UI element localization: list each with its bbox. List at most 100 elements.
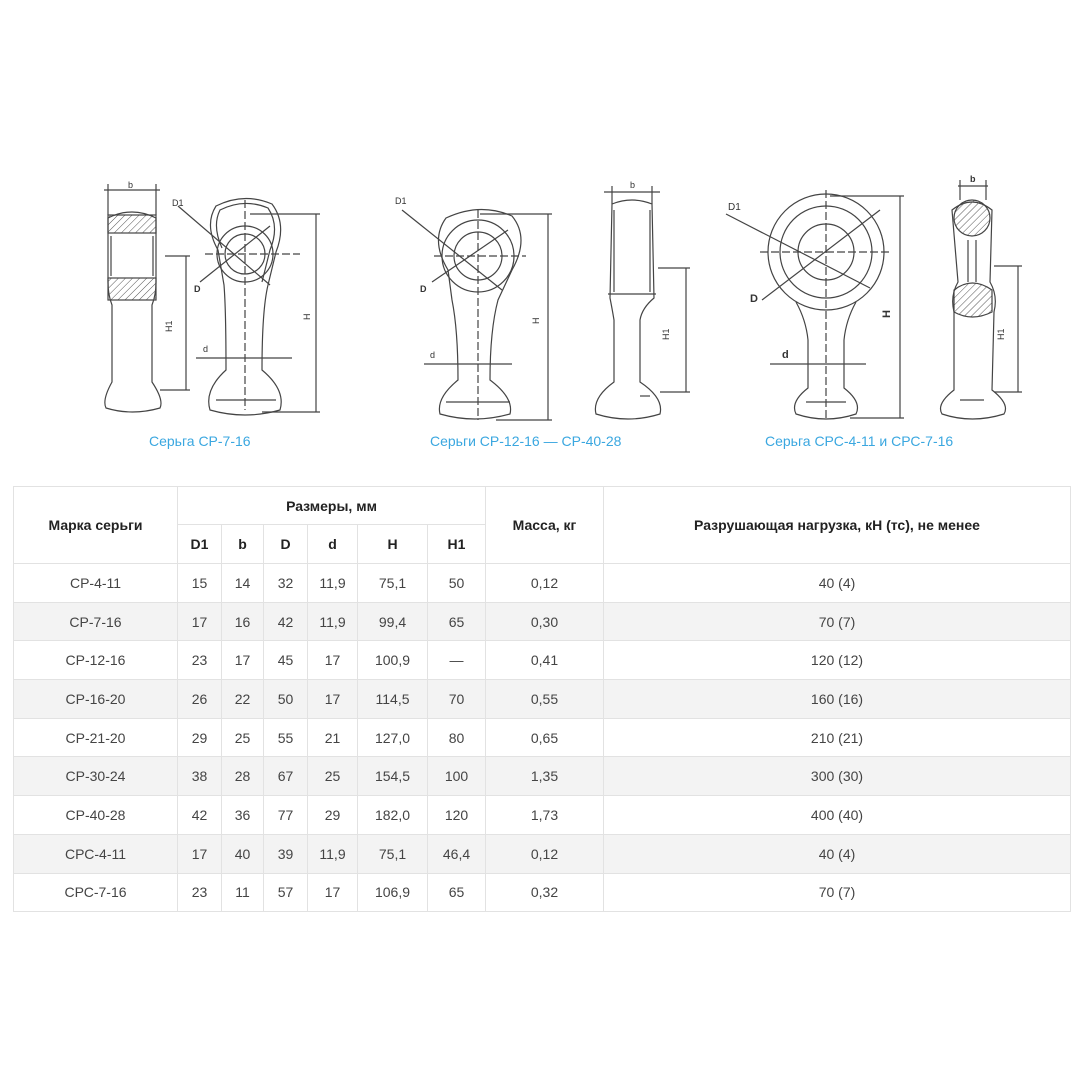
cell-mass: 0,30 [485,601,604,642]
table-row: СР-21-20 29 25 55 21 127,0 80 0,65 210 (… [13,717,1071,758]
cell-load: 400 (40) [603,795,1071,835]
cell-b: 40 [221,833,264,874]
cell-d-outer: 42 [263,601,308,642]
cell-brand: СР-21-20 [13,717,178,758]
table-row: СР-12-16 23 17 45 17 100,9 — 0,41 120 (1… [13,640,1071,681]
header-d-rod: d [307,524,358,564]
fig2-label-h: H [531,318,541,325]
cell-load: 160 (16) [603,679,1071,719]
cell-d1: 42 [177,795,222,835]
cell-d-rod: 17 [307,872,358,913]
header-d-outer: D [263,524,308,564]
cell-load: 40 (4) [603,833,1071,874]
cell-h1: 120 [427,795,486,835]
cell-d-outer: 39 [263,833,308,874]
fig2-label-d: d [430,350,435,360]
cell-b: 28 [221,756,264,797]
fig1-label-b: b [128,180,133,190]
fig1-label-h1: H1 [164,320,174,332]
fig2-label-h1: H1 [661,328,671,340]
cell-h: 75,1 [357,563,428,603]
cell-b: 17 [221,640,264,681]
cell-d-rod: 21 [307,717,358,758]
cell-b: 14 [221,563,264,603]
cell-mass: 0,65 [485,717,604,758]
cell-brand: СР-12-16 [13,640,178,681]
cell-d-rod: 17 [307,679,358,719]
cell-load: 70 (7) [603,872,1071,913]
cell-d1: 38 [177,756,222,797]
cell-h1: 80 [427,717,486,758]
cell-load: 210 (21) [603,717,1071,758]
header-brand: Марка серьги [13,486,178,564]
cell-d1: 15 [177,563,222,603]
cell-mass: 0,12 [485,833,604,874]
cell-load: 70 (7) [603,601,1071,642]
header-h: H [357,524,428,564]
header-load: Разрушающая нагрузка, кН (тс), не менее [603,486,1071,564]
cell-h: 182,0 [357,795,428,835]
cell-h: 154,5 [357,756,428,797]
fig1-label-d: d [203,344,208,354]
cell-d-outer: 57 [263,872,308,913]
cell-brand: СР-4-11 [13,563,178,603]
cell-brand: СР-16-20 [13,679,178,719]
cell-mass: 0,32 [485,872,604,913]
fig2-label-b: b [630,180,635,190]
cell-d-outer: 45 [263,640,308,681]
cell-b: 16 [221,601,264,642]
cell-h: 100,9 [357,640,428,681]
cell-h: 106,9 [357,872,428,913]
table-row: СР-7-16 17 16 42 11,9 99,4 65 0,30 70 (7… [13,601,1071,642]
cell-b: 22 [221,679,264,719]
cell-b: 11 [221,872,264,913]
cell-d1: 26 [177,679,222,719]
fig1-label-h: H [302,314,312,321]
cell-d-rod: 11,9 [307,563,358,603]
cell-mass: 0,55 [485,679,604,719]
cell-mass: 0,41 [485,640,604,681]
fig3-label-h1: H1 [996,328,1006,340]
cell-load: 300 (30) [603,756,1071,797]
fig3-label-d1: D1 [728,202,741,213]
cell-d1: 17 [177,601,222,642]
cell-mass: 0,12 [485,563,604,603]
cell-d-rod: 17 [307,640,358,681]
header-dimensions: Размеры, мм [177,486,486,525]
cell-d1: 23 [177,640,222,681]
cell-h1: — [427,640,486,681]
header-b: b [221,524,264,564]
cell-h: 75,1 [357,833,428,874]
specifications-table: Марка серьги Размеры, мм Масса, кг Разру… [13,486,1071,913]
table-row: СРС-7-16 23 11 57 17 106,9 65 0,32 70 (7… [13,872,1071,913]
cell-h: 99,4 [357,601,428,642]
header-h1: H1 [427,524,486,564]
table-row: СР-40-28 42 36 77 29 182,0 120 1,73 400 … [13,795,1071,835]
cell-load: 40 (4) [603,563,1071,603]
fig3-label-d: d [782,349,789,361]
caption-fig1: Серьга СР-7-16 [149,433,251,449]
table-row: СРС-4-11 17 40 39 11,9 75,1 46,4 0,12 40… [13,833,1071,874]
cell-d-rod: 29 [307,795,358,835]
table-row: СР-30-24 38 28 67 25 154,5 100 1,35 300 … [13,756,1071,797]
cell-mass: 1,73 [485,795,604,835]
fig3-side-view: b H1 [939,174,1022,420]
fig2-side-view: b H1 [594,180,690,420]
header-mass: Масса, кг [485,486,604,564]
cell-h1: 46,4 [427,833,486,874]
fig2-label-d1: D1 [395,196,407,206]
cell-load: 120 (12) [603,640,1071,681]
cell-d-outer: 77 [263,795,308,835]
cell-b: 36 [221,795,264,835]
technical-drawings: b H1 D1 D d H [0,170,1080,460]
caption-fig2: Серьги СР-12-16 — СР-40-28 [430,433,622,449]
drawings-svg: b H1 D1 D d H [104,174,1022,421]
cell-d-outer: 50 [263,679,308,719]
cell-h1: 70 [427,679,486,719]
fig1-label-dd: D [194,284,201,294]
cell-d-rod: 11,9 [307,601,358,642]
cell-h1: 65 [427,601,486,642]
fig1-side-view: b H1 [104,180,190,413]
fig3-front-view: D1 D d H [725,190,904,420]
fig3-label-h: H [881,310,893,318]
